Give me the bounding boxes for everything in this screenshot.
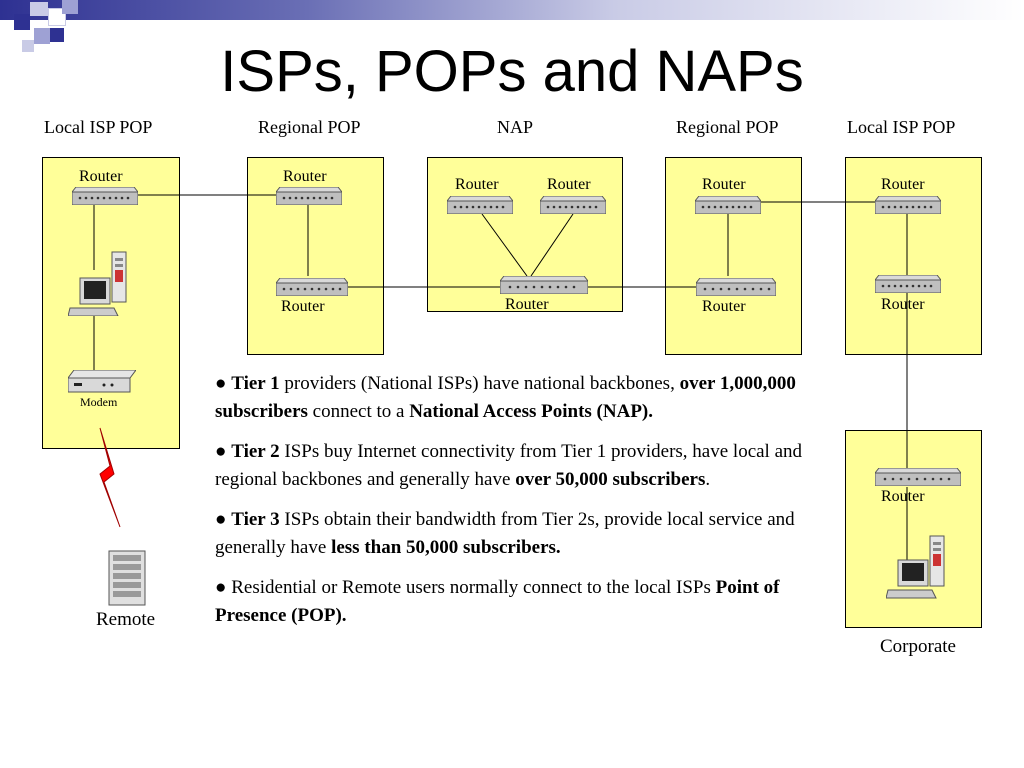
router-label: Router	[881, 488, 925, 505]
regional-pop-right-box	[665, 157, 802, 355]
router-icon	[873, 274, 943, 294]
bullet-item: ● Tier 2 ISPs buy Internet connectivity …	[215, 441, 803, 490]
router-label: Router	[283, 168, 327, 185]
router-label: Router	[702, 298, 746, 315]
router-label: Router	[455, 176, 499, 193]
router-icon	[70, 186, 140, 206]
column-label-regional-pop-right: Regional POP	[676, 117, 779, 137]
column-label-local-isp-pop-left: Local ISP POP	[44, 117, 153, 137]
router-label: Router	[881, 176, 925, 193]
column-label-nap: NAP	[497, 117, 534, 137]
column-label-regional-pop-left: Regional POP	[258, 117, 361, 137]
bullet-item: ● Tier 1 providers (National ISPs) have …	[215, 373, 796, 422]
router-icon	[498, 275, 590, 295]
decorative-squares	[0, 0, 80, 60]
router-label: Router	[505, 296, 549, 313]
link-nap-left-router	[481, 213, 528, 277]
slide-title: ISPs, POPs and NAPs	[220, 39, 804, 104]
router-icon	[445, 195, 515, 215]
bullet-item: ● Tier 3 ISPs obtain their bandwidth fro…	[215, 509, 795, 558]
modem-label: Modem	[80, 395, 118, 409]
header-gradient-bar	[0, 0, 1024, 20]
router-icon	[873, 195, 943, 215]
remote-label: Remote	[96, 609, 156, 630]
router-icon	[693, 195, 763, 215]
router-icon	[274, 277, 350, 297]
router-icon	[538, 195, 608, 215]
router-label: Router	[702, 176, 746, 193]
workstation-pc-icon	[67, 250, 130, 317]
link-nap-right-router	[530, 213, 574, 277]
bullet-item: ● Residential or Remote users normally c…	[215, 577, 780, 626]
modem-icon	[67, 369, 137, 394]
router-icon	[694, 277, 778, 297]
corporate-pc-icon	[885, 534, 948, 600]
bullet-list: ● Tier 1 providers (National ISPs) have …	[215, 370, 830, 642]
local-isp-pop-right-box	[845, 157, 982, 355]
column-label-local-isp-pop-right: Local ISP POP	[847, 117, 956, 137]
remote-server-icon	[108, 550, 146, 606]
router-label: Router	[281, 298, 325, 315]
lightning-bolt-icon	[99, 427, 121, 528]
router-icon	[274, 186, 344, 206]
local-isp-pop-left-box	[42, 157, 180, 449]
router-label: Router	[79, 168, 123, 185]
router-label: Router	[547, 176, 591, 193]
router-icon	[873, 467, 963, 487]
corporate-label: Corporate	[880, 636, 956, 657]
router-label: Router	[881, 296, 925, 313]
